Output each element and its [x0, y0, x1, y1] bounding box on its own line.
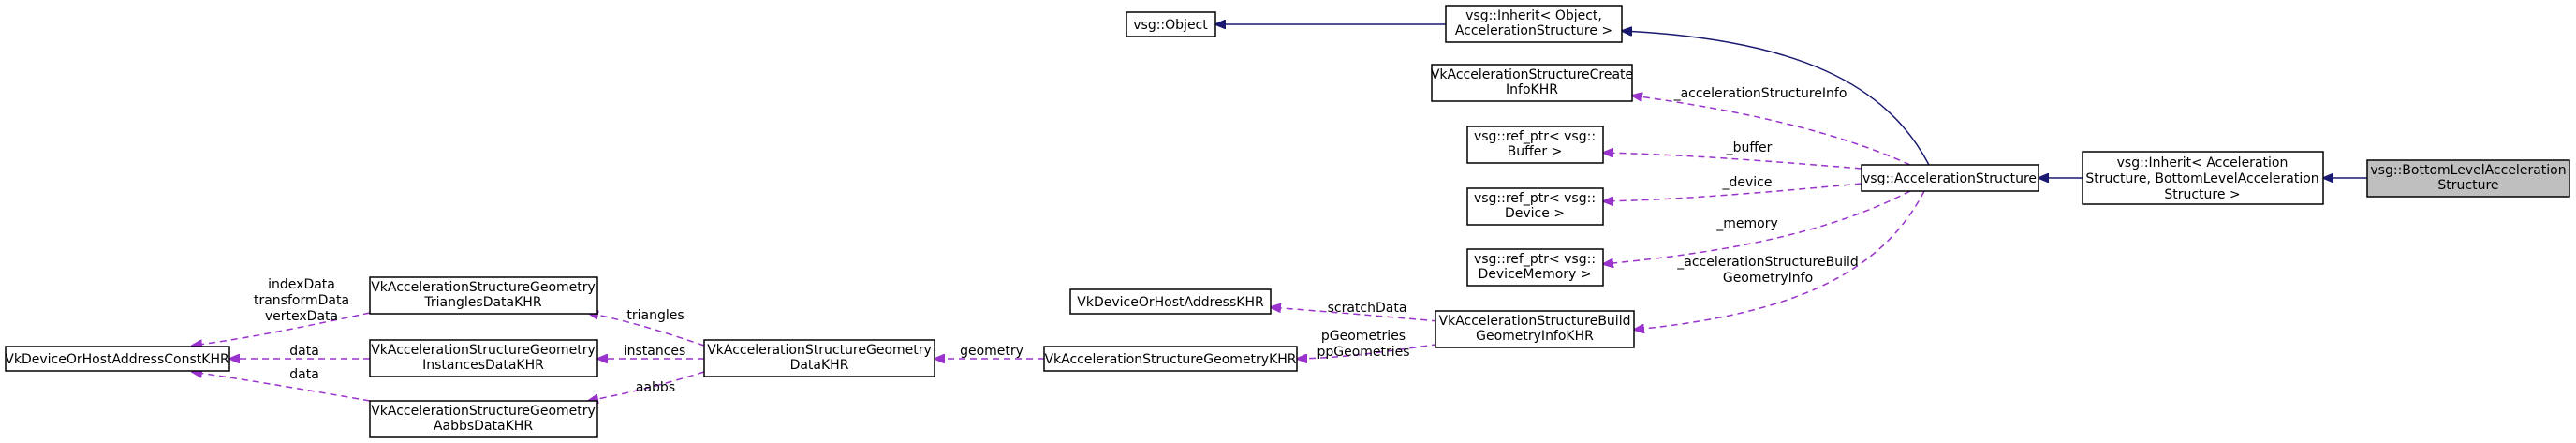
label-memory: _memory — [1715, 216, 1778, 231]
label-line: _accelerationStructureInfo — [1673, 86, 1847, 101]
node-buffer[interactable]: vsg::ref_ptr< vsg:: Buffer > — [1466, 126, 1604, 164]
label-tri-data: indexData transformData vertexData — [254, 277, 349, 324]
edge-as-inherits-inherit-obj — [1622, 31, 1930, 166]
node-label-line: DeviceMemory > — [1479, 267, 1592, 282]
label-line: indexData — [268, 277, 335, 292]
node-label-line: DataKHR — [790, 358, 849, 373]
edge-as-buffer — [1603, 153, 1862, 170]
label-line: _accelerationStructureBuild — [1676, 255, 1859, 270]
label-line: _memory — [1715, 216, 1778, 231]
node-label-line: VkAccelerationStructureGeometry — [371, 343, 596, 358]
label-line: aabbs — [636, 380, 675, 395]
node-label-line: vsg::Inherit< Acceleration — [2117, 155, 2289, 170]
label-line: data — [289, 367, 319, 382]
edge-geometry-data-aabbs — [588, 371, 705, 401]
label-buffer: _buffer — [1726, 140, 1773, 155]
edge-as-build-geom-info — [1634, 190, 1925, 330]
node-acceleration-structure[interactable]: vsg::AccelerationStructure — [1861, 164, 2039, 192]
node-label-line: VkAccelerationStructureCreate — [1431, 67, 1633, 82]
node-label-line: GeometryInfoKHR — [1476, 329, 1594, 344]
node-label-line: VkDeviceOrHostAddressKHR — [1077, 295, 1264, 310]
node-device[interactable]: vsg::ref_ptr< vsg:: Device > — [1466, 187, 1604, 226]
node-label-line: vsg::Inherit< Object, — [1465, 8, 1602, 23]
label-line: data — [289, 344, 319, 359]
node-build-geometry-info[interactable]: VkAccelerationStructureBuild GeometryInf… — [1435, 310, 1635, 348]
node-label-line: vsg::ref_ptr< vsg:: — [1474, 129, 1596, 144]
label-line: ppGeometries — [1317, 345, 1409, 360]
label-triangles: triangles — [626, 308, 684, 323]
edge-geometry-data-triangles — [588, 313, 705, 347]
edges — [192, 24, 2367, 401]
label-device: _device — [1722, 175, 1773, 190]
node-label-line: TrianglesDataKHR — [423, 295, 541, 310]
node-label-line: Buffer > — [1508, 144, 1563, 159]
label-aabbs: aabbs — [636, 380, 675, 395]
node-inherit-acceleration-structure[interactable]: vsg::Inherit< Acceleration Structure, Bo… — [2082, 151, 2324, 205]
label-line: _device — [1722, 175, 1773, 190]
node-label-line: VkAccelerationStructureGeometryKHR — [1044, 352, 1296, 367]
node-label-line: InstancesDataKHR — [422, 358, 544, 373]
nodes: vsg::BottomLevelAcceleration Structure v… — [5, 5, 2570, 438]
node-label-line: AabbsDataKHR — [434, 419, 533, 434]
label-line: pGeometries — [1321, 329, 1406, 344]
node-label-line: Structure > — [2164, 187, 2240, 202]
node-label-line: VkAccelerationStructureGeometry — [371, 404, 596, 419]
node-label-line: vsg::Object — [1133, 18, 1208, 33]
edge-labels: _accelerationStructureInfo _buffer _devi… — [254, 86, 1859, 395]
node-label-line: VkAccelerationStructureBuild — [1439, 314, 1631, 329]
node-geometry-data[interactable]: VkAccelerationStructureGeometry DataKHR — [703, 339, 935, 377]
node-label-line: InfoKHR — [1506, 82, 1558, 97]
label-aabb-data: data — [289, 367, 319, 382]
edge-as-device — [1603, 183, 1862, 201]
node-label-line: VkAccelerationStructureGeometry — [371, 280, 596, 295]
node-label-line: vsg::BottomLevelAcceleration — [2370, 163, 2566, 178]
node-bottom-level-acceleration-structure[interactable]: vsg::BottomLevelAcceleration Structure — [2366, 159, 2570, 198]
node-label-line: VkAccelerationStructureGeometry — [707, 343, 932, 358]
label-line: triangles — [626, 308, 684, 323]
node-inherit-object[interactable]: vsg::Inherit< Object, AccelerationStruct… — [1445, 5, 1623, 43]
node-label-line: vsg::ref_ptr< vsg:: — [1474, 191, 1596, 206]
edge-triangles-const-addr — [192, 312, 371, 346]
label-geometry: geometry — [960, 344, 1023, 359]
node-create-info[interactable]: VkAccelerationStructureCreate InfoKHR — [1431, 64, 1633, 102]
edge-build-info-scratch — [1271, 307, 1450, 323]
node-object[interactable]: vsg::Object — [1126, 11, 1216, 37]
label-instances: instances — [624, 344, 686, 359]
label-build-info: _accelerationStructureBuild GeometryInfo — [1676, 255, 1859, 286]
edge-aabbs-const-addr — [192, 372, 371, 402]
node-instances-data[interactable]: VkAccelerationStructureGeometry Instance… — [369, 339, 598, 377]
label-line: GeometryInfo — [1723, 271, 1813, 286]
node-label-line: vsg::AccelerationStructure — [1862, 171, 2037, 186]
node-aabbs-data[interactable]: VkAccelerationStructureGeometry AabbsDat… — [369, 400, 598, 438]
node-label-line: Structure — [2437, 178, 2498, 193]
node-label-line: Structure, BottomLevelAcceleration — [2085, 171, 2318, 186]
label-line: geometry — [960, 344, 1023, 359]
node-label-line: vsg::ref_ptr< vsg:: — [1474, 252, 1596, 267]
edge-build-info-geometries — [1297, 342, 1450, 359]
label-line: instances — [624, 344, 686, 359]
label-scratch: scratchData — [1328, 301, 1407, 316]
edge-as-device-memory — [1603, 190, 1911, 264]
node-geometry-khr[interactable]: VkAccelerationStructureGeometryKHR — [1043, 346, 1298, 372]
node-device-memory[interactable]: vsg::ref_ptr< vsg:: DeviceMemory > — [1466, 248, 1604, 287]
label-line: _buffer — [1726, 140, 1773, 155]
node-label-line: AccelerationStructure > — [1455, 23, 1612, 38]
label-line: transformData — [254, 293, 349, 308]
node-label-line: Device > — [1505, 206, 1565, 221]
node-label-line: VkDeviceOrHostAddressConstKHR — [5, 352, 229, 367]
node-device-or-host-address[interactable]: VkDeviceOrHostAddressKHR — [1069, 288, 1272, 315]
label-inst-data: data — [289, 344, 319, 359]
label-line: vertexData — [265, 309, 338, 324]
label-line: scratchData — [1328, 301, 1407, 316]
label-create-info: _accelerationStructureInfo — [1673, 86, 1847, 101]
node-device-or-host-address-const[interactable]: VkDeviceOrHostAddressConstKHR — [5, 346, 230, 372]
node-triangles-data[interactable]: VkAccelerationStructureGeometry Triangle… — [369, 276, 598, 315]
label-geometries: pGeometries ppGeometries — [1317, 329, 1409, 360]
